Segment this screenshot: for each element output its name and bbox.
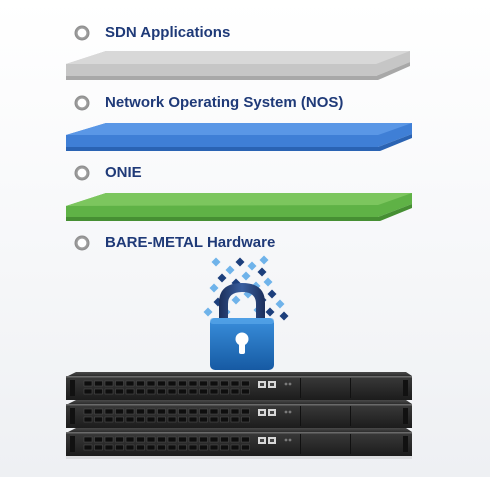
- layer-label-nos: Network Operating System (NOS): [105, 94, 344, 111]
- pixel-square: [257, 267, 267, 277]
- pixel-square: [265, 307, 275, 317]
- layer-label-onie: ONIE: [105, 164, 142, 181]
- layer-label-bare-metal-hardware: BARE-METAL Hardware: [105, 234, 276, 251]
- pixel-square: [231, 295, 241, 305]
- layer-label-sdn-applications: SDN Applications: [105, 24, 231, 41]
- pixel-square: [263, 277, 273, 287]
- switch-unit: [66, 372, 412, 400]
- switch-shadow: [66, 456, 412, 459]
- pixel-square: [275, 299, 285, 309]
- pixel-square: [235, 257, 245, 267]
- bullet-icon: [74, 165, 90, 181]
- bullet-icon: [74, 95, 90, 111]
- pixel-square: [279, 311, 289, 321]
- pixel-square: [267, 289, 277, 299]
- pixel-square: [211, 257, 221, 267]
- network-switch-stack-icon: [66, 372, 412, 459]
- bullet-icon: [74, 235, 90, 251]
- padlock-icon: [210, 283, 274, 370]
- layer-plate-sdn-applications: [66, 51, 410, 80]
- layer-plate-nos: [66, 123, 412, 151]
- pixel-square: [241, 271, 251, 281]
- pixel-square: [217, 273, 227, 283]
- layer-plate-onie: [66, 193, 412, 221]
- pixel-square: [259, 255, 269, 265]
- switch-unit: [66, 400, 412, 428]
- pixel-square: [247, 261, 257, 271]
- bullet-icon: [74, 25, 90, 41]
- pixel-square: [203, 307, 213, 317]
- pixel-square: [209, 283, 219, 293]
- pixel-square: [225, 265, 235, 275]
- switch-unit: [66, 428, 412, 456]
